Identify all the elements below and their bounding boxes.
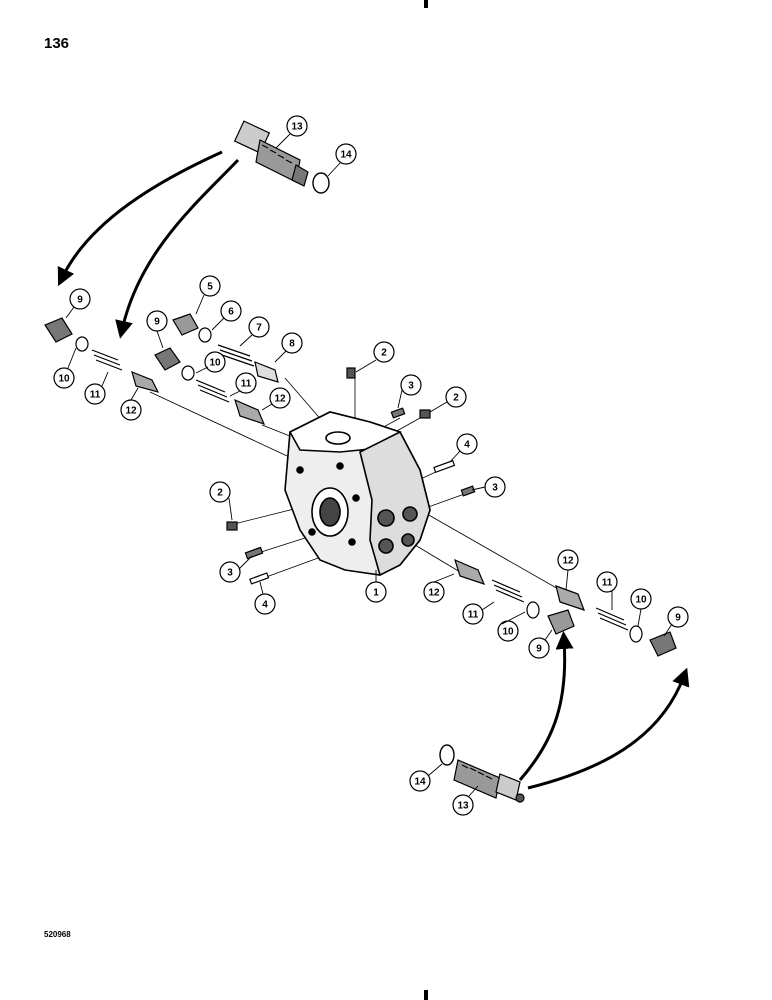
callout-label-9d: 9 [675,613,681,624]
solenoid-valve-top [233,120,309,187]
callout-label-12a: 12 [125,406,137,417]
callout-label-3a: 3 [408,381,414,392]
callout-label-11b: 11 [241,379,252,390]
callout-label-11c: 11 [468,610,479,621]
callout-label-1: 1 [373,588,379,599]
callouts [53,115,689,816]
callout-label-10a: 10 [58,374,70,385]
callout-9c [528,637,550,659]
callout-label-8: 8 [289,339,295,350]
callout-label-12d: 12 [562,556,574,567]
callout-7 [248,316,270,338]
callout-11a [84,383,106,405]
callout-label-10d: 10 [635,595,647,606]
callout-label-12c: 12 [428,588,440,599]
callout-label-2c: 2 [217,488,223,499]
callout-label-9a: 9 [77,295,83,306]
callout-2b [445,386,467,408]
upper-left-parts [44,313,476,585]
bottom-registration-mark [424,990,428,1000]
callout-label-9b: 9 [154,317,160,328]
callout-label-4b: 4 [262,600,268,611]
callout-14b [409,770,431,792]
callout-11b [235,372,257,394]
callout-9d [667,606,689,628]
callout-label-3c: 3 [227,568,233,579]
figure-code: 520968 [44,930,71,939]
flow-arrows [57,150,690,790]
callout-8 [281,332,303,354]
callout-label-14b: 14 [414,777,426,788]
lower-right-parts [454,558,677,657]
callout-9a [69,288,91,310]
callout-label-6: 6 [228,307,234,318]
callout-label-7: 7 [256,323,262,334]
callout-5 [199,275,221,297]
callout-label-2a: 2 [381,348,387,359]
callout-label-14a: 14 [340,150,352,161]
valve-body [284,411,431,577]
callout-leaders [65,133,673,797]
callout-2c [209,481,231,503]
callout-label-10c: 10 [502,627,514,638]
callout-label-5: 5 [207,282,213,293]
callout-11d [596,571,618,593]
callout-3c [219,561,241,583]
page-number: 136 [44,35,70,52]
callout-4b [254,593,276,615]
top-registration-mark [424,0,428,8]
callout-3a [400,374,422,396]
callout-2a [373,341,395,363]
callout-label-11a: 11 [90,390,101,401]
callout-label-12b: 12 [274,394,286,405]
callout-label-4a: 4 [464,440,470,451]
callout-label-3b: 3 [492,483,498,494]
callout-label-13a: 13 [291,122,303,133]
callout-11c [462,603,484,625]
callout-label-2b: 2 [453,393,459,404]
callout-label-10b: 10 [209,358,221,369]
callout-14a [335,143,357,165]
callout-label-11d: 11 [602,578,613,589]
o-ring-top [312,172,330,194]
callout-12b [269,387,291,409]
callout-10b [204,351,226,373]
callout-4a [456,433,478,455]
o-ring-bottom [439,744,455,766]
callout-10a [53,367,75,389]
callout-6 [220,300,242,322]
callout-13a [286,115,308,137]
callout-label-9c: 9 [536,644,542,655]
callout-label-13b: 13 [457,801,469,812]
callout-13b [452,794,474,816]
solenoid-valve-bottom [453,759,525,803]
